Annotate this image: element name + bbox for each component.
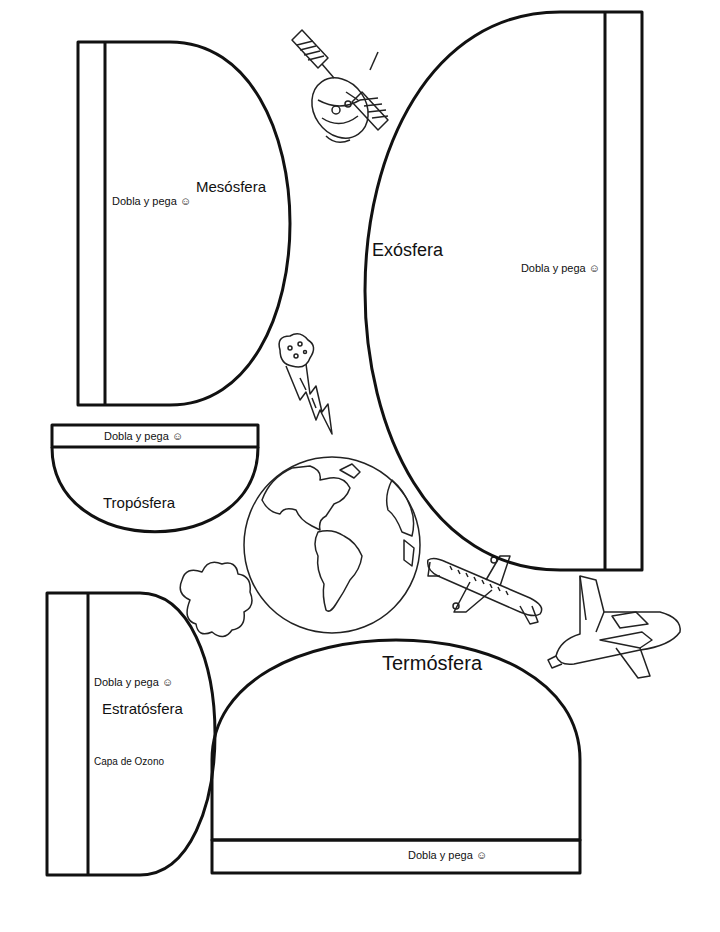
atmosphere-layer-piece: ExósferaDobla y pega ☺	[330, 6, 712, 578]
atmosphere-layer-piece: Dobla y pega ☺ Tropósfera	[44, 418, 266, 558]
space-shuttle-drawing	[548, 576, 680, 678]
layer-name: Mesósfera	[196, 178, 266, 195]
earth-globe	[244, 457, 420, 633]
fold-tab-label: Dobla y pega ☺	[104, 430, 183, 443]
satellite-drawing	[292, 30, 388, 149]
piece-outline	[70, 34, 340, 414]
layer-name: Estratósfera	[102, 700, 183, 717]
layer-name: Tropósfera	[103, 494, 175, 511]
meteor-drawing	[279, 334, 332, 434]
fold-tab-label: Dobla y pega ☺	[408, 849, 487, 862]
atmosphere-layer-piece: Dobla y pega ☺ EstratósferaCapa de Ozono	[40, 586, 240, 882]
fold-tab-label: Dobla y pega ☺	[521, 262, 600, 275]
piece-outline	[40, 586, 240, 882]
atmosphere-layer-piece: Dobla y pega ☺ Mesósfera	[70, 34, 340, 414]
layer-name: Termósfera	[382, 652, 482, 675]
fold-tab-label: Dobla y pega ☺	[94, 676, 173, 689]
ozone-label: Capa de Ozono	[94, 756, 164, 768]
layer-name: Exósfera	[372, 240, 443, 261]
piece-outline	[330, 6, 712, 578]
atmosphere-layer-piece: TermósferaDobla y pega ☺	[204, 626, 588, 880]
fold-tab-label: Dobla y pega ☺	[112, 195, 191, 208]
